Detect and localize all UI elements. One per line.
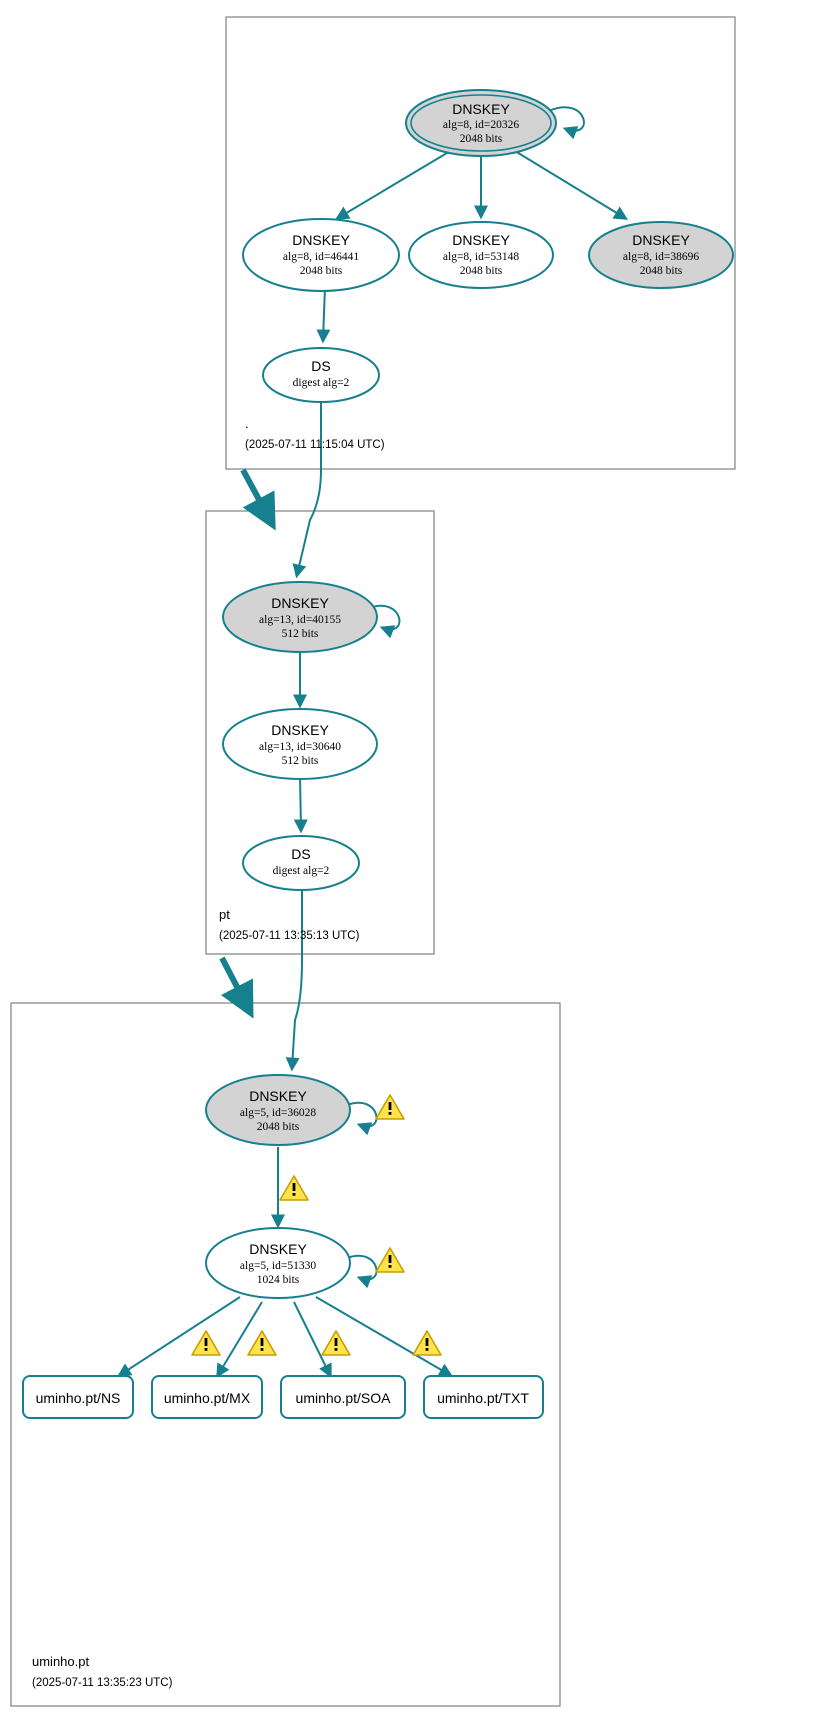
warning-icon-ksk-to-zsk-edge[interactable] (279, 1175, 309, 1201)
record-node-txt[interactable]: uminho.pt/TXT (423, 1375, 544, 1419)
edge-root-ds-to-pt-ksk (292, 396, 322, 579)
node-root-ds[interactable]: DS digest alg=2 (262, 347, 380, 403)
edge-root-ksk-to-46441 (334, 149, 453, 220)
node-title: DS (311, 358, 330, 374)
edge-delegation-root-to-pt (240, 468, 276, 531)
node-pt-dnskey-30640[interactable]: DNSKEY alg=13, id=30640 512 bits (222, 708, 378, 780)
node-line2: alg=5, id=51330 (240, 1260, 316, 1272)
node-title: DNSKEY (249, 1241, 307, 1257)
node-root-dnskey-46441[interactable]: DNSKEY alg=8, id=46441 2048 bits (242, 218, 400, 292)
zone-name-root: . (245, 416, 249, 431)
node-line3: 2048 bits (640, 265, 683, 277)
zone-timestamp-root: (2025-07-11 11:15:04 UTC) (245, 439, 385, 451)
node-pt-ds[interactable]: DS digest alg=2 (242, 835, 360, 891)
warning-icon-uminho-ksk-selfsign[interactable] (375, 1094, 405, 1120)
edge-uminho-zsk-self-sign (346, 1254, 378, 1289)
record-node-ns[interactable]: uminho.pt/NS (22, 1375, 134, 1419)
node-line2: alg=13, id=30640 (259, 741, 341, 753)
node-line2: alg=13, id=40155 (259, 614, 341, 626)
node-uminho-ksk-36028[interactable]: DNSKEY alg=5, id=36028 2048 bits (205, 1074, 351, 1146)
node-title: DNSKEY (249, 1088, 307, 1104)
edge-zsk-to-txt (315, 1296, 454, 1377)
node-line3: 2048 bits (257, 1121, 300, 1133)
zone-box-root (225, 16, 736, 470)
record-node-mx[interactable]: uminho.pt/MX (151, 1375, 263, 1419)
node-line3: 1024 bits (257, 1274, 300, 1286)
node-title: DNSKEY (452, 232, 510, 248)
node-line2: digest alg=2 (273, 865, 330, 877)
node-title: DNSKEY (632, 232, 690, 248)
node-line3: 2048 bits (460, 265, 503, 277)
warning-icon-uminho-zsk-selfsign[interactable] (375, 1247, 405, 1273)
node-title: DNSKEY (271, 722, 329, 738)
node-title: DNSKEY (452, 101, 510, 117)
edge-zsk-to-soa (293, 1301, 332, 1379)
node-root-dnskey-38696[interactable]: DNSKEY alg=8, id=38696 2048 bits (588, 221, 734, 289)
edge-zsk-to-ns (117, 1296, 241, 1377)
edge-root-46441-to-ds (316, 286, 331, 344)
edge-uminho-ksk-self-sign (346, 1101, 378, 1136)
edge-root-ksk-to-38696 (514, 150, 628, 220)
node-uminho-zsk-51330[interactable]: DNSKEY alg=5, id=51330 1024 bits (205, 1227, 351, 1299)
node-line3: 2048 bits (300, 265, 343, 277)
node-line2: alg=8, id=46441 (283, 251, 359, 263)
zone-box-pt (205, 510, 435, 955)
edge-zsk-to-mx (216, 1301, 263, 1378)
warning-icon-record-mx[interactable] (247, 1330, 277, 1356)
warning-icon-record-txt[interactable] (412, 1330, 442, 1356)
node-line3: 2048 bits (460, 133, 503, 145)
warning-icon-record-ns[interactable] (191, 1330, 221, 1356)
node-title: DS (291, 846, 310, 862)
node-root-dnskey-53148[interactable]: DNSKEY alg=8, id=53148 2048 bits (408, 221, 554, 289)
node-title: DNSKEY (271, 595, 329, 611)
zone-box-uminho (10, 1002, 561, 1707)
node-line2: alg=8, id=53148 (443, 251, 519, 263)
node-line2: alg=8, id=20326 (443, 119, 519, 131)
record-node-soa[interactable]: uminho.pt/SOA (280, 1375, 406, 1419)
record-label: uminho.pt/MX (164, 1390, 251, 1406)
zone-name-pt: pt (219, 907, 230, 922)
node-pt-ksk-40155[interactable]: DNSKEY alg=13, id=40155 512 bits (222, 581, 378, 653)
node-line2: alg=8, id=38696 (623, 251, 699, 263)
node-root-ksk-20326[interactable]: DNSKEY alg=8, id=20326 2048 bits (405, 89, 557, 157)
record-label: uminho.pt/NS (36, 1390, 121, 1406)
node-line2: alg=5, id=36028 (240, 1107, 316, 1119)
edge-pt-zsk-to-ds (293, 774, 308, 834)
node-line3: 512 bits (282, 755, 319, 767)
zone-name-uminho: uminho.pt (32, 1654, 89, 1669)
edge-pt-ds-to-uminho-ksk (285, 888, 303, 1072)
node-line3: 512 bits (282, 628, 319, 640)
node-line2: digest alg=2 (293, 377, 350, 389)
record-label: uminho.pt/TXT (437, 1390, 529, 1406)
edge-delegation-pt-to-uminho (219, 956, 254, 1019)
zone-timestamp-pt: (2025-07-11 13:35:13 UTC) (219, 930, 360, 942)
record-label: uminho.pt/SOA (296, 1390, 392, 1406)
warning-icon-record-soa[interactable] (321, 1330, 351, 1356)
node-title: DNSKEY (292, 232, 350, 248)
edge-pt-ksk-self-sign (368, 604, 401, 639)
zone-timestamp-uminho: (2025-07-11 13:35:23 UTC) (32, 1677, 173, 1689)
edge-root-ksk-self-sign (550, 106, 585, 140)
